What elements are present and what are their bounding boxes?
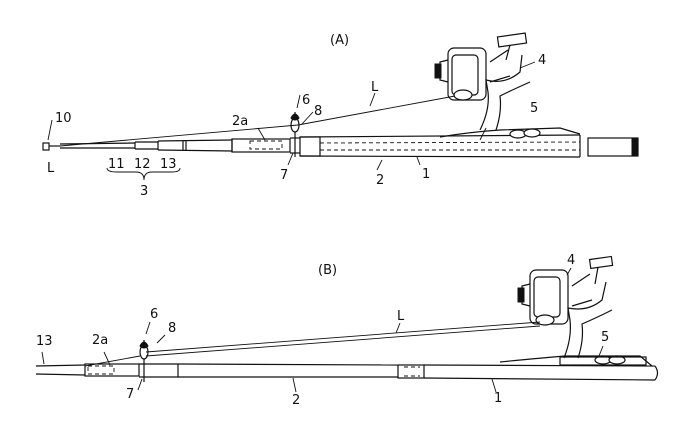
label-b-5: 5 <box>601 330 609 345</box>
label-a-7: 7 <box>280 168 288 183</box>
line-guide-6-b <box>139 321 178 382</box>
reel-seat-5-b <box>499 355 653 367</box>
line-guide-6 <box>290 94 301 157</box>
label-a-5: 5 <box>530 101 538 116</box>
tip-top-10 <box>42 142 60 151</box>
label-a-2: 2 <box>376 173 384 188</box>
tip-section-13-b <box>35 363 140 377</box>
label-b-8: 8 <box>168 321 176 336</box>
label-b-l-line: L <box>397 309 405 324</box>
section-2-a <box>231 137 300 154</box>
label-b-2: 2 <box>292 393 300 408</box>
label-a-6: 6 <box>302 93 310 108</box>
fishing-line-b-upper <box>145 321 541 353</box>
label-a-11: 11 <box>108 157 125 172</box>
label-a-4: 4 <box>538 53 546 68</box>
label-a-12: 12 <box>134 157 151 172</box>
label-a-3: 3 <box>140 184 148 199</box>
panel-a-title: (A) <box>330 33 349 48</box>
label-a-13: 13 <box>160 157 177 172</box>
label-a-10: 10 <box>55 111 72 126</box>
fishing-line-b-lower <box>145 325 541 357</box>
panel-b: (B) <box>35 253 659 408</box>
spinning-reel-4-a <box>434 32 531 131</box>
butt-section-1-a <box>299 134 639 158</box>
label-a-8: 8 <box>314 104 322 119</box>
label-a-l-tip: L <box>47 161 55 176</box>
label-b-13: 13 <box>36 334 53 349</box>
tip-section-3 <box>59 139 233 152</box>
rod-body-b <box>177 363 659 381</box>
leaders-a <box>47 61 536 181</box>
label-a-1: 1 <box>422 167 430 182</box>
label-b-2a: 2a <box>92 333 108 348</box>
leaders-b <box>41 267 604 393</box>
label-b-4: 4 <box>567 253 575 268</box>
label-b-6: 6 <box>150 307 158 322</box>
spinning-reel-4-b <box>517 255 614 359</box>
label-a-2a: 2a <box>232 114 248 129</box>
label-b-1: 1 <box>494 391 502 406</box>
panel-b-title: (B) <box>318 263 337 278</box>
reel-seat-5-a <box>439 127 581 139</box>
label-b-7: 7 <box>126 387 134 402</box>
label-a-l-line: L <box>371 80 379 95</box>
panel-a: (A) <box>42 32 639 199</box>
fishing-line-a <box>297 95 456 126</box>
